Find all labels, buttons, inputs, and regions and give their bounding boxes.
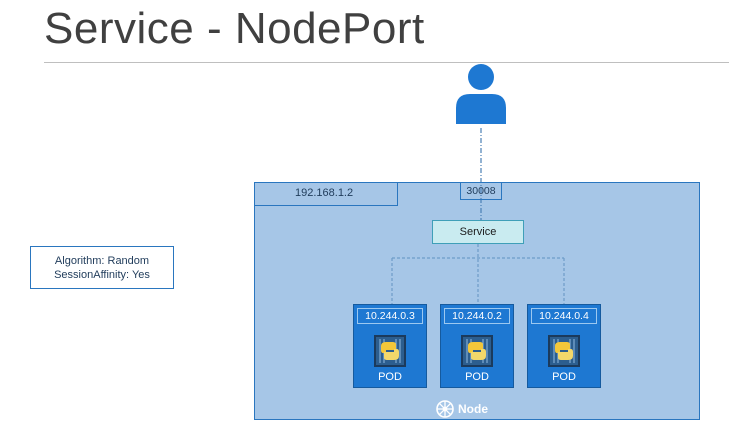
pod-label: POD — [552, 371, 576, 383]
algorithm-box: Algorithm: Random SessionAffinity: Yes — [30, 246, 174, 289]
session-affinity-line: SessionAffinity: Yes — [54, 269, 150, 281]
algorithm-line: Algorithm: Random — [54, 255, 150, 267]
pod-3: 10.244.0.4 POD — [527, 304, 601, 388]
pod-label: POD — [465, 371, 489, 383]
pod-2: 10.244.0.2 POD — [440, 304, 514, 388]
page-title: Service - NodePort — [44, 4, 425, 53]
node-label-text: Node — [458, 402, 488, 416]
kubernetes-wheel-icon — [436, 400, 454, 418]
pod-ip: 10.244.0.2 — [444, 308, 510, 324]
python-container-icon — [548, 335, 580, 367]
python-container-icon — [461, 335, 493, 367]
service-box: Service — [432, 220, 524, 244]
pod-label: POD — [378, 371, 402, 383]
title-divider — [44, 62, 729, 63]
pod-ip: 10.244.0.4 — [531, 308, 597, 324]
user-icon — [456, 64, 506, 124]
python-container-icon — [374, 335, 406, 367]
node-port-label: 30008 — [460, 182, 502, 200]
node-label: Node — [436, 398, 488, 420]
pod-1: 10.244.0.3 POD — [353, 304, 427, 388]
pod-ip: 10.244.0.3 — [357, 308, 423, 324]
node-ip-label: 192.168.1.2 — [254, 182, 398, 206]
